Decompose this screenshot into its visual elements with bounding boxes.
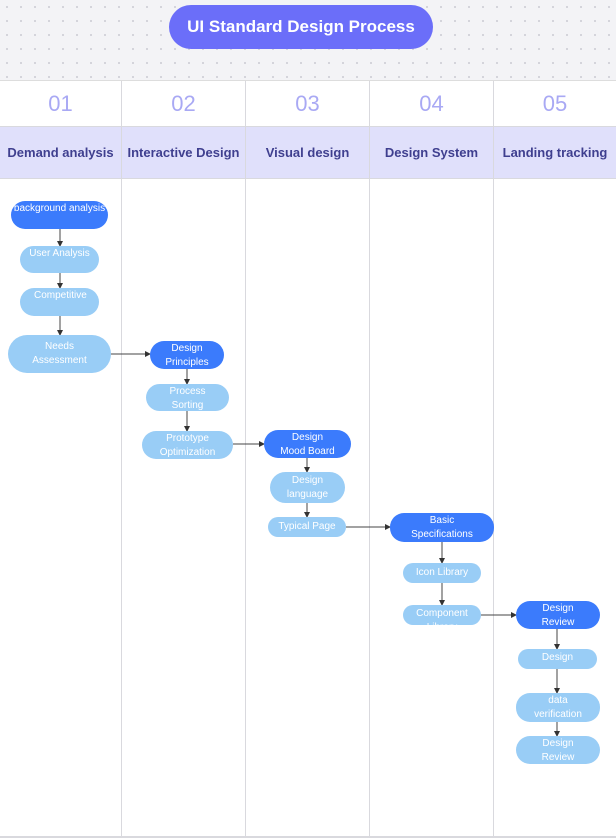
- node-prototype-optimization[interactable]: Prototype Optimization: [142, 431, 233, 459]
- phase-number: 02: [122, 81, 245, 127]
- bottom-border: [0, 836, 616, 838]
- phase-number: 04: [370, 81, 493, 127]
- node-component-library[interactable]: Component Library: [403, 605, 481, 625]
- node-icon-library[interactable]: Icon Library: [403, 563, 481, 583]
- phase-number: 05: [494, 81, 616, 127]
- node-design-review-final[interactable]: Design Review: [516, 736, 600, 764]
- node-needs-assessment[interactable]: Needs Assessment: [8, 335, 111, 373]
- node-process-sorting[interactable]: Process Sorting: [146, 384, 229, 411]
- diagram-title: UI Standard Design Process: [169, 5, 433, 49]
- node-design-language[interactable]: Design language: [270, 472, 345, 503]
- phase-name: Interactive Design: [122, 127, 245, 179]
- node-typical-page[interactable]: Typical Page: [268, 517, 346, 537]
- phase-name: Design System: [370, 127, 493, 179]
- header-canvas: UI Standard Design Process: [0, 0, 616, 81]
- node-competitive[interactable]: Competitive: [20, 288, 99, 316]
- node-design[interactable]: Design: [518, 649, 597, 669]
- node-design-mood-board[interactable]: Design Mood Board: [264, 430, 351, 458]
- phase-column-3: 03 Visual design: [246, 81, 370, 836]
- node-user-analysis[interactable]: User Analysis: [20, 246, 99, 273]
- node-design-review[interactable]: Design Review: [516, 601, 600, 629]
- phase-column-2: 02 Interactive Design: [122, 81, 246, 836]
- phase-column-5: 05 Landing tracking: [494, 81, 616, 836]
- phase-name: Visual design: [246, 127, 369, 179]
- node-background-analysis[interactable]: background analysis: [11, 201, 108, 229]
- node-data-verification[interactable]: data verification: [516, 693, 600, 722]
- node-basic-specifications[interactable]: Basic Specifications: [390, 513, 494, 542]
- phase-name: Landing tracking: [494, 127, 616, 179]
- phase-column-4: 04 Design System: [370, 81, 494, 836]
- node-design-principles[interactable]: Design Principles: [150, 341, 224, 369]
- phase-number: 03: [246, 81, 369, 127]
- phase-number: 01: [0, 81, 121, 127]
- phase-column-1: 01 Demand analysis: [0, 81, 122, 836]
- phase-name: Demand analysis: [0, 127, 121, 179]
